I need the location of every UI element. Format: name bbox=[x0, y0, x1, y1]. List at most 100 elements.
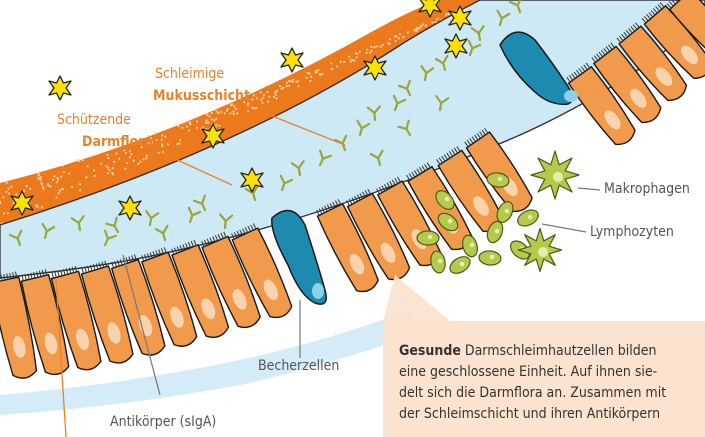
flora-dot bbox=[366, 52, 368, 54]
flora-dot bbox=[370, 50, 372, 52]
flora-dot bbox=[118, 158, 120, 160]
flora-dot bbox=[445, 13, 447, 15]
info-box: Gesunde Darmschleimhautzellen bilden ein… bbox=[383, 321, 705, 437]
flora-dot bbox=[353, 59, 355, 61]
flora-label-line1: Schützende bbox=[57, 112, 131, 129]
flora-dot bbox=[161, 145, 163, 147]
flora-dot bbox=[112, 167, 114, 169]
flora-dot bbox=[206, 114, 208, 116]
flora-dot bbox=[26, 185, 28, 187]
flora-dot bbox=[39, 179, 41, 181]
flora-dot bbox=[59, 190, 61, 192]
flora-dot bbox=[215, 124, 217, 126]
flora-dot bbox=[62, 165, 64, 167]
flora-dot bbox=[309, 73, 311, 75]
flora-dot bbox=[79, 189, 81, 191]
flora-dot bbox=[189, 121, 191, 123]
bacteria-star bbox=[49, 76, 71, 100]
flora-dot bbox=[42, 188, 44, 190]
flora-dot bbox=[87, 165, 89, 167]
flora-dot bbox=[130, 153, 132, 155]
flora-dot bbox=[206, 119, 208, 121]
flora-dot bbox=[288, 80, 290, 82]
flora-dot bbox=[71, 186, 73, 188]
microvillus bbox=[52, 272, 54, 278]
flora-dot bbox=[37, 177, 39, 179]
flora-dot bbox=[286, 85, 288, 87]
flora-dot bbox=[336, 65, 338, 67]
info-line-1: Gesunde Darmschleimhautzellen bilden bbox=[399, 341, 695, 362]
flora-dot bbox=[418, 28, 420, 30]
flora-dot bbox=[380, 46, 382, 48]
flora-dot bbox=[288, 85, 290, 87]
flora-dot bbox=[145, 157, 147, 159]
flora-dot bbox=[398, 37, 400, 39]
lymphocyte-nucleus bbox=[460, 262, 465, 267]
flora-dot bbox=[179, 139, 181, 141]
lymphocyte-nucleus bbox=[495, 229, 500, 234]
flora-dot bbox=[105, 165, 107, 167]
flora-dot bbox=[350, 61, 352, 63]
flora-dot bbox=[369, 52, 371, 54]
flora-dot bbox=[382, 44, 384, 46]
flora-dot bbox=[281, 87, 283, 89]
flora-dot bbox=[137, 163, 139, 165]
flora-dot bbox=[85, 176, 87, 178]
lymphocyte-nucleus bbox=[470, 243, 475, 248]
mucus-label-line2: Mukusschicht bbox=[153, 88, 250, 105]
flora-dot bbox=[93, 169, 95, 171]
flora-dot bbox=[211, 112, 213, 114]
flora-dot bbox=[125, 152, 127, 154]
flora-dot bbox=[213, 119, 215, 121]
flora-dot bbox=[256, 97, 258, 99]
flora-dot bbox=[366, 49, 368, 51]
flora-dot bbox=[94, 175, 96, 177]
flora-dot bbox=[395, 40, 397, 42]
flora-dot bbox=[113, 161, 115, 163]
flora-dot bbox=[263, 94, 265, 96]
info-line1-rest: Darmschleimhautzellen bilden bbox=[461, 343, 657, 359]
macrophage-nucleus bbox=[553, 172, 563, 182]
flora-dot bbox=[253, 94, 255, 96]
flora-dot bbox=[394, 35, 396, 37]
flora-dot bbox=[124, 168, 126, 170]
lymphocyte-nucleus bbox=[490, 255, 495, 260]
flora-dot bbox=[188, 129, 190, 131]
flora-dot bbox=[82, 159, 84, 161]
lymphocyte-nucleus bbox=[438, 259, 443, 264]
flora-dot bbox=[235, 108, 237, 110]
antibodies-label: Antikörper (sIgA) bbox=[110, 414, 216, 431]
flora-dot bbox=[23, 190, 25, 192]
flora-dot bbox=[107, 157, 109, 159]
flora-dot bbox=[68, 173, 70, 175]
flora-dot bbox=[2, 196, 4, 198]
flora-dot bbox=[164, 136, 166, 138]
macrophages-label: Makrophagen bbox=[604, 181, 690, 198]
flora-dot bbox=[78, 159, 80, 161]
flora-dot bbox=[107, 154, 109, 156]
flora-dot bbox=[167, 143, 169, 145]
flora-dot bbox=[6, 182, 8, 184]
flora-dot bbox=[388, 43, 390, 45]
flora-dot bbox=[53, 175, 55, 177]
flora-dot bbox=[156, 139, 158, 141]
flora-dot bbox=[202, 126, 204, 128]
flora-dot bbox=[196, 120, 198, 122]
flora-dot bbox=[158, 152, 160, 154]
flora-dot bbox=[3, 212, 5, 214]
flora-dot bbox=[286, 82, 288, 84]
flora-dot bbox=[63, 171, 65, 173]
flora-dot bbox=[331, 68, 333, 70]
flora-dot bbox=[376, 45, 378, 47]
flora-dot bbox=[189, 123, 191, 125]
flora-dot bbox=[146, 155, 148, 157]
flora-dot bbox=[307, 72, 309, 74]
flora-dot bbox=[267, 101, 269, 103]
flora-dot bbox=[115, 152, 117, 154]
macrophage-nucleus bbox=[538, 247, 548, 257]
flora-dot bbox=[61, 188, 63, 190]
flora-dot bbox=[399, 33, 401, 35]
flora-dot bbox=[215, 118, 217, 120]
info-line-2: eine geschlossene Einheit. Auf ihnen sie… bbox=[399, 362, 695, 383]
lymphocytes-label: Lymphozyten bbox=[590, 224, 674, 241]
